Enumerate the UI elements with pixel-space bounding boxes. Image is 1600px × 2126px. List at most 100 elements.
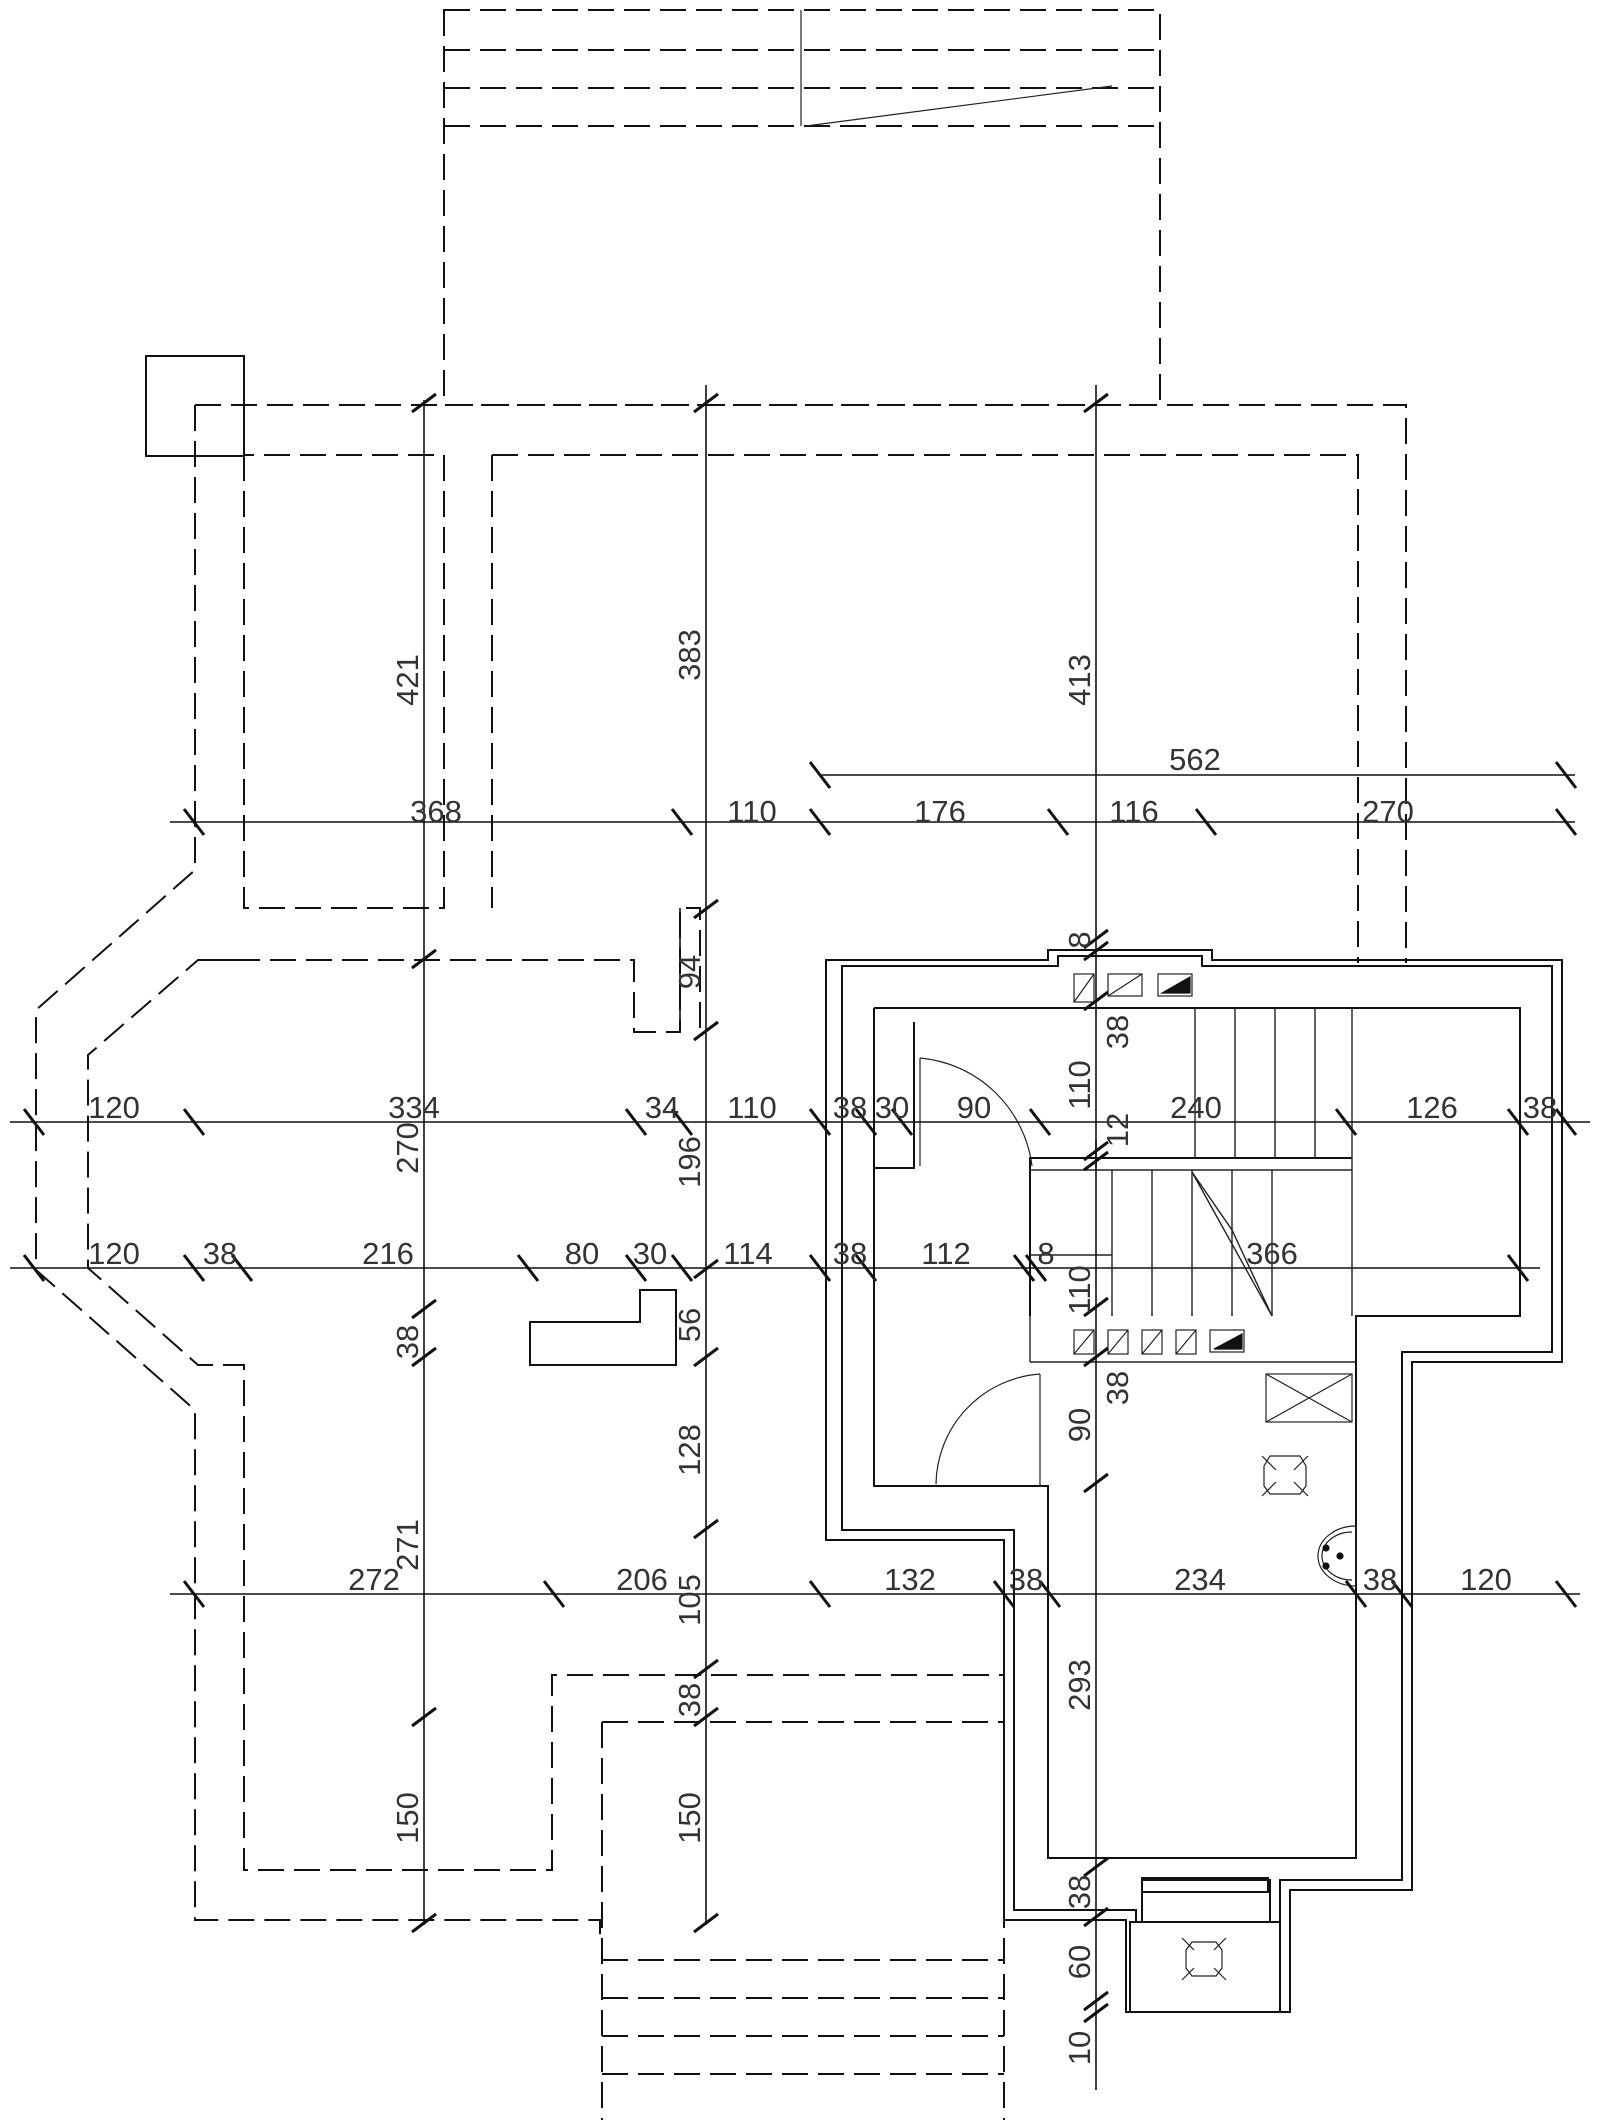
dimension-tick: [624, 1108, 648, 1136]
dimension-label: 38: [1100, 1015, 1135, 1049]
dimension-tick: [693, 1706, 719, 1728]
dimension-tick: [182, 1580, 206, 1608]
dimension-tick: [182, 1254, 206, 1282]
dimension-tick: [1012, 1254, 1036, 1282]
dimension-tick: [411, 948, 437, 970]
dimension-tick: [693, 1912, 719, 1934]
dimension-tick: [1554, 1108, 1578, 1136]
dimension-tick: [693, 1258, 719, 1280]
dimension-tick: [1083, 1140, 1109, 1162]
dimension-tick: [808, 1254, 832, 1282]
dimension-label: 270: [390, 1122, 425, 1174]
vent-icon: [1209, 1329, 1245, 1353]
dimension-label: 90: [957, 1090, 991, 1125]
dimension-tick: [411, 1706, 437, 1728]
vent-icon: [1159, 975, 1191, 994]
dimension-label: 234: [1174, 1562, 1226, 1597]
fixtures: [1073, 973, 1357, 1981]
bottom-terrace-outline: [601, 1721, 1005, 2120]
dimension-label: 116: [1109, 794, 1158, 829]
dimension-ticks: [22, 392, 1578, 2024]
dimension-label: 80: [565, 1236, 599, 1271]
dimension-tick: [1083, 1346, 1109, 1368]
dimension-tick: [1554, 761, 1578, 789]
dimension-tick: [182, 1108, 206, 1136]
dimension-tick: [1083, 1150, 1109, 1172]
dimension-tick: [1083, 940, 1109, 962]
inner-dashed-wall: [87, 959, 1004, 1871]
dimension-label: 30: [633, 1236, 667, 1271]
inner-wall-corridor: [1029, 1157, 1352, 1316]
doors: [919, 1057, 1041, 1486]
dimension-tick: [624, 1254, 648, 1282]
dimension-label: 38: [1062, 1875, 1097, 1909]
dimension-tick: [411, 1346, 437, 1368]
dimension-tick: [693, 1020, 719, 1042]
door-swing-arc: [919, 1057, 1033, 1167]
dimension-tick: [411, 392, 437, 414]
dimension-label: 12: [1100, 1113, 1135, 1147]
dimension-label: 110: [727, 794, 776, 829]
dimension-label: 8: [1037, 1236, 1054, 1271]
dimension-tick: [516, 1254, 540, 1282]
ceiling-light-icon: [1293, 1481, 1309, 1497]
vent-icon: [1157, 973, 1193, 997]
ceiling-light-icon: [1261, 1481, 1277, 1497]
dimension-tick: [1506, 1108, 1530, 1136]
dimension-label: 38: [1363, 1562, 1397, 1597]
dimension-tick: [670, 1108, 694, 1136]
balcony-box: [1129, 1921, 1281, 2013]
dimension-tick: [1083, 990, 1109, 1012]
dimension-label: 10: [1062, 2031, 1097, 2065]
dimension-tick: [22, 1108, 46, 1136]
dimension-label: 270: [1362, 794, 1414, 829]
dimension-tick: [854, 1254, 878, 1282]
dimension-tick: [542, 1580, 566, 1608]
dimension-label: 94: [672, 955, 707, 989]
dimension-label: 383: [672, 629, 707, 681]
dimension-tick: [182, 808, 206, 836]
dimension-label: 293: [1062, 1659, 1097, 1711]
dimension-tick: [1038, 1580, 1062, 1608]
solid-walls-group: [825, 949, 1563, 2013]
dimension-tick: [22, 1254, 46, 1282]
dimension-tick: [693, 1518, 719, 1540]
top-terrace-ramp: [805, 85, 1113, 127]
dimension-tick: [693, 1346, 719, 1368]
vent-icon: [1073, 1329, 1095, 1355]
dimension-tick: [1083, 2002, 1109, 2024]
dimension-label: 126: [1406, 1090, 1458, 1125]
dimension-label: 150: [672, 1792, 707, 1844]
dimension-tick: [1344, 1580, 1368, 1608]
vent-icon: [1175, 1329, 1197, 1355]
dimension-label: 368: [410, 794, 462, 829]
vent-icon: [1141, 1329, 1163, 1355]
dimension-label: 38: [203, 1236, 237, 1271]
vent-icon: [1175, 1329, 1197, 1355]
vent-icon: [1073, 1329, 1095, 1355]
dimension-label: 8: [1062, 931, 1097, 948]
partition-block: [529, 1289, 677, 1366]
dimension-label: 196: [672, 1136, 707, 1188]
dimension-tick: [670, 808, 694, 836]
balcony-light-icon: [1181, 1937, 1227, 1981]
dimension-tick: [1554, 808, 1578, 836]
dimension-label: 38: [833, 1090, 867, 1125]
dimension-tick: [1390, 1580, 1414, 1608]
window-sill: [1141, 1877, 1269, 1893]
dimension-label: 105: [672, 1574, 707, 1626]
top-terrace-outline: [443, 9, 1161, 406]
dimension-tick: [808, 1580, 832, 1608]
dimension-tick: [411, 1912, 437, 1934]
dimension-label: 38: [833, 1236, 867, 1271]
dimension-label: 562: [1169, 742, 1221, 777]
washbasin-icon: [1317, 1525, 1357, 1587]
dimension-label: 110: [1062, 1060, 1097, 1109]
dimension-tick: [670, 1254, 694, 1282]
dimension-label: 271: [390, 1519, 425, 1571]
dimension-tick: [1554, 1580, 1578, 1608]
dimension-label: 128: [672, 1424, 707, 1476]
dimension-tick: [230, 1254, 254, 1282]
dimension-labels: 421 383 413 8 38 94 110 12 270 196 110 3…: [88, 629, 1557, 2065]
dimension-label: 120: [88, 1090, 140, 1125]
